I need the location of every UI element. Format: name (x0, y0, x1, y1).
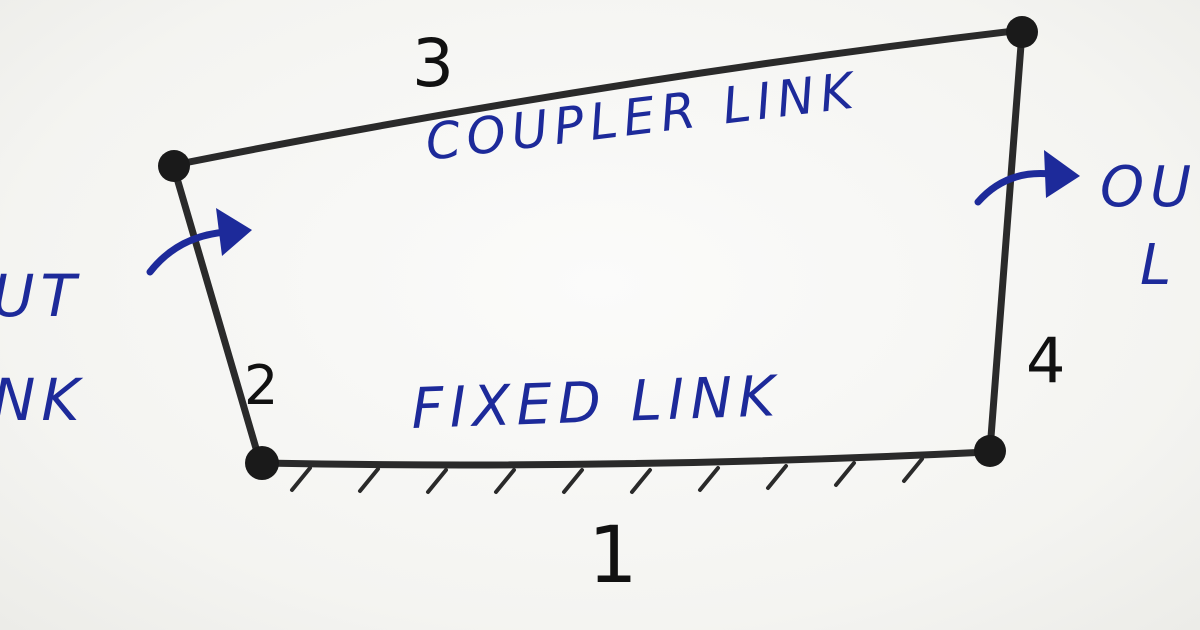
coupler-link-label: COUPLER LINK (422, 61, 862, 172)
hatch-mark (630, 468, 652, 494)
link-3-number: 3 (412, 25, 454, 102)
link-2-input (170, 164, 264, 466)
joint-b (1006, 16, 1038, 48)
hatch-mark (358, 467, 380, 493)
hatch-mark (426, 468, 448, 494)
link-1-fixed (258, 448, 992, 469)
input-link-label-line2: NK (0, 366, 85, 434)
input-link-label-line1: UT (0, 262, 82, 330)
input-rotation-arrow (146, 208, 252, 276)
joint-a (158, 150, 190, 182)
hatch-mark (902, 457, 924, 483)
hatch-mark (494, 468, 516, 494)
output-link-label-line1: OU (1100, 155, 1197, 220)
output-rotation-arrow (974, 150, 1080, 206)
hatch-mark (766, 464, 788, 490)
link-2-number: 2 (244, 354, 278, 417)
hatch-mark (698, 466, 720, 492)
link-1-number: 1 (588, 511, 638, 601)
fixed-link-label: FIXED LINK (410, 364, 782, 442)
link-3-coupler (170, 26, 1026, 169)
hatch-mark (834, 461, 856, 487)
link-4-output (986, 28, 1026, 454)
ground-hatching (290, 457, 924, 494)
joint-c (974, 435, 1006, 467)
hatch-mark (562, 468, 584, 494)
joint-d (245, 446, 279, 480)
output-link-label-line2: L (1140, 233, 1177, 298)
hatch-mark (290, 466, 312, 492)
link-4-number: 4 (1026, 324, 1065, 397)
